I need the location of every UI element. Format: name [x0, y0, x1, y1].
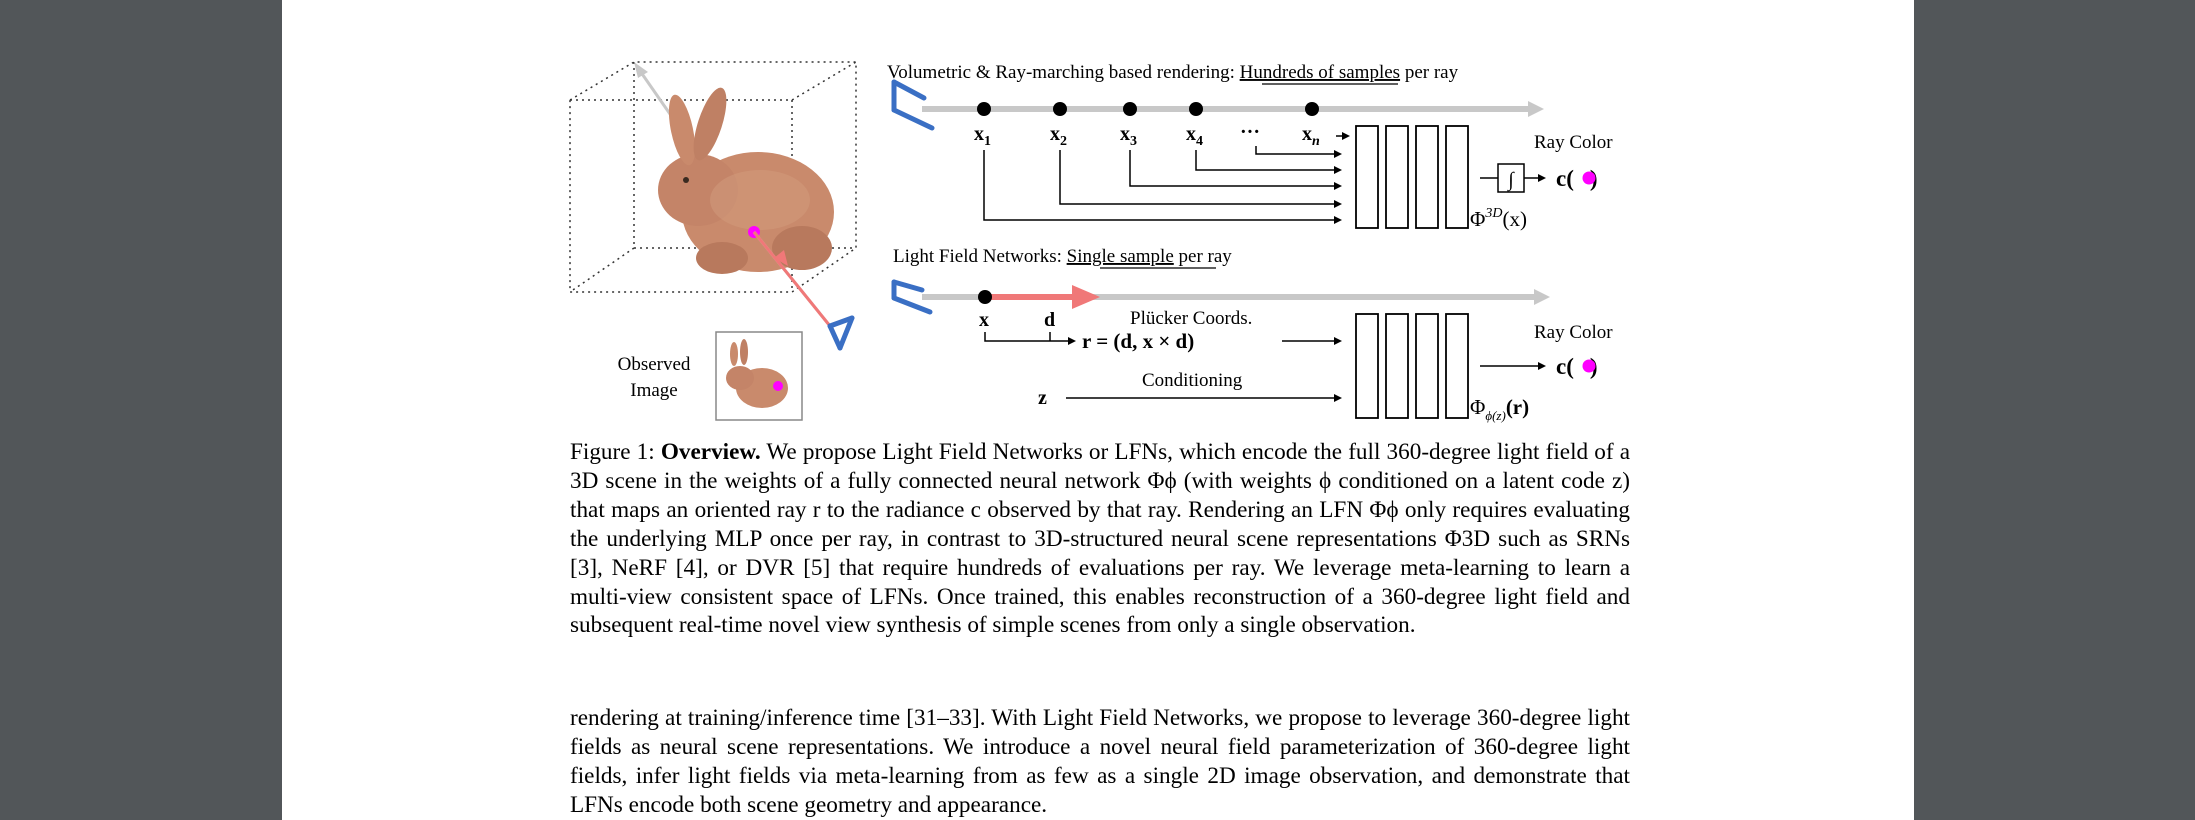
- pdf-page: Observed Image Volumetric & Ray-marching…: [282, 0, 1914, 820]
- scene-ray-arrowhead: [634, 62, 648, 78]
- volumetric-mlp: [1355, 125, 1469, 229]
- sample-label-2: x2: [1050, 123, 1067, 149]
- color-output-dot-top: [1582, 171, 1596, 185]
- volumetric-connectors: [983, 135, 1342, 221]
- lfn-output-arrowhead: [1538, 362, 1546, 370]
- sample-point-2: [1053, 102, 1067, 116]
- scene-red-arrowhead: [774, 250, 788, 266]
- conditioning-label: Conditioning: [1142, 370, 1243, 391]
- lfn-ray-arrowhead: [1534, 289, 1550, 305]
- sample-label-1: x1: [974, 123, 991, 149]
- sample-ellipsis: ···: [1240, 121, 1260, 143]
- sample-label-3: x3: [1120, 123, 1137, 149]
- integral-symbol: ∫: [1506, 169, 1515, 192]
- body-paragraph: rendering at training/inference time [31…: [570, 705, 1630, 818]
- observed-label-line2: Image: [630, 380, 677, 401]
- plucker-to-mlp-arrowhead: [1334, 337, 1342, 345]
- plucker-label: Plücker Coords.: [1130, 308, 1252, 329]
- lfn-mlp-layer-1: [1355, 313, 1379, 419]
- observed-label-line1: Observed: [618, 354, 691, 375]
- figure-svg: Observed Image Volumetric & Ray-marching…: [569, 61, 1613, 423]
- lfn-mlp-layer-4: [1445, 313, 1469, 419]
- sample-label-n: xn: [1302, 123, 1320, 149]
- volumetric-ray-arrowhead: [1528, 101, 1544, 117]
- lfn-camera-icon: [891, 279, 933, 315]
- volumetric-samples: [977, 102, 1319, 116]
- figure-1: Observed Image Volumetric & Ray-marching…: [282, 0, 1914, 430]
- lfn-title: Light Field Networks: Single sample per …: [893, 246, 1232, 267]
- phi-lfn-label: Φϕ(z)(r): [1470, 395, 1529, 423]
- lfn-mlp-layer-2: [1385, 313, 1409, 419]
- sample-label-4: x4: [1186, 123, 1203, 149]
- bunny-illustration: [658, 87, 834, 274]
- lfn-mlp: [1355, 313, 1469, 419]
- volumetric-panel: Volumetric & Ray-marching based renderin…: [887, 62, 1613, 231]
- z-label: z: [1038, 387, 1047, 409]
- figure-caption: Figure 1: Overview. We propose Light Fie…: [570, 438, 1630, 640]
- volumetric-camera-icon: [891, 79, 935, 131]
- mlp-layer-4: [1445, 125, 1469, 229]
- lfn-xd-connector: [984, 332, 1068, 342]
- lfn-xd-arrowhead: [1068, 337, 1076, 345]
- lfn-mlp-layer-3: [1415, 313, 1439, 419]
- sample-point-3: [1123, 102, 1137, 116]
- scene-ray-red: [752, 231, 832, 327]
- sample-point-n: [1305, 102, 1319, 116]
- lfn-origin-point: [978, 290, 992, 304]
- caption-bold-title: Overview.: [660, 439, 761, 465]
- caption-text: We propose Light Field Networks or LFNs,…: [570, 439, 1630, 639]
- sample-point-1: [977, 102, 991, 116]
- lfn-direction-arrowhead: [1072, 285, 1100, 309]
- lfn-x-label: x: [979, 309, 989, 331]
- thumbnail-bunny: [726, 339, 788, 408]
- integral-output-arrowhead: [1538, 174, 1546, 182]
- scene-camera-icon: [827, 315, 855, 351]
- bunny-scene: Observed Image: [569, 61, 857, 421]
- sample-point-4: [1189, 102, 1203, 116]
- mlp-layer-2: [1385, 125, 1409, 229]
- caption-label: Figure 1:: [570, 439, 661, 465]
- mlp-layer-3: [1415, 125, 1439, 229]
- mlp-layer-1: [1355, 125, 1379, 229]
- volumetric-connector-arrowheads: [1334, 132, 1350, 224]
- volumetric-sample-labels: x1 x2 x3 x4 ··· xn: [974, 121, 1320, 149]
- phi3d-label: Φ3D(x): [1470, 206, 1527, 231]
- volumetric-title: Volumetric & Ray-marching based renderin…: [887, 62, 1459, 83]
- lfn-d-label: d: [1044, 309, 1055, 331]
- ray-color-label-top: Ray Color: [1534, 132, 1613, 153]
- conditioning-arrowhead: [1334, 394, 1342, 402]
- color-output-dot-bottom: [1582, 359, 1596, 373]
- plucker-formula: r = (d, x × d): [1082, 329, 1194, 353]
- ray-color-label-bottom: Ray Color: [1534, 322, 1613, 343]
- lfn-panel: Light Field Networks: Single sample per …: [891, 246, 1613, 423]
